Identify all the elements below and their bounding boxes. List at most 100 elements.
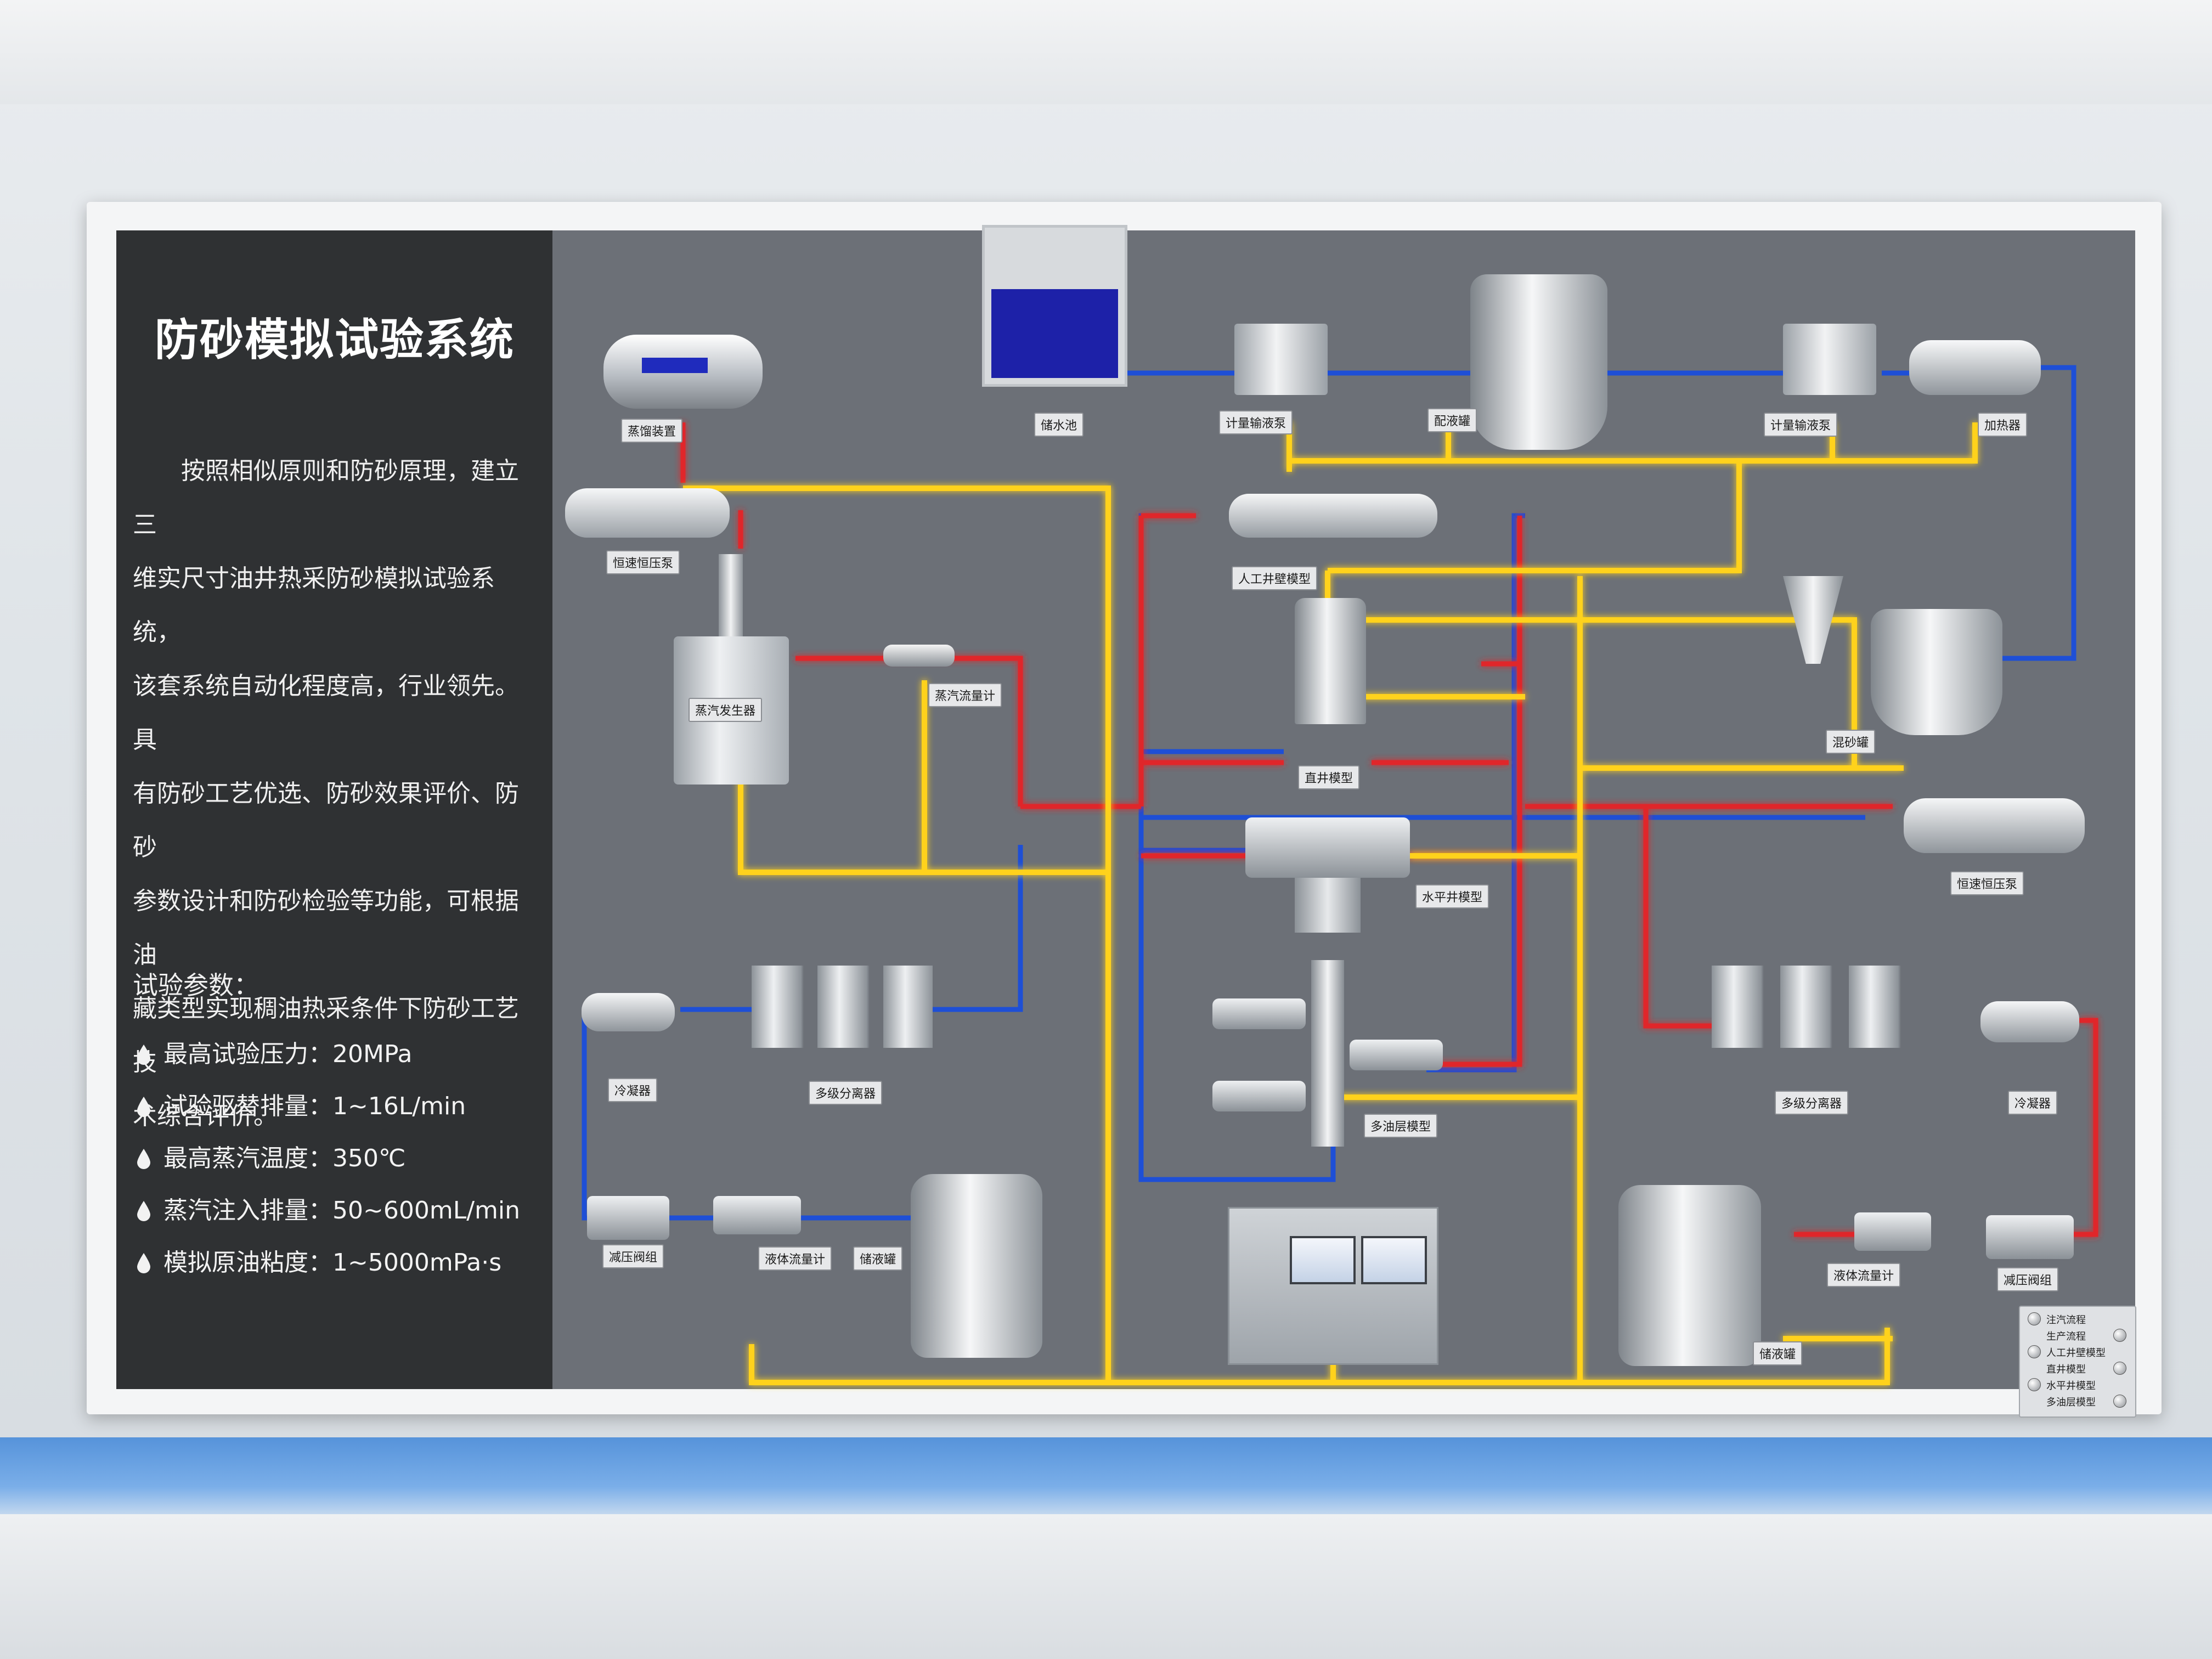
label-reducer-right: 减压阀组	[1997, 1267, 2059, 1291]
drop-icon	[137, 1097, 150, 1117]
label-water-tank: 储水池	[1034, 413, 1084, 437]
label-pump-left: 恒速恒压泵	[606, 550, 680, 574]
label-tank-right: 储液罐	[1753, 1341, 1803, 1365]
floor	[0, 1514, 2212, 1659]
description-line: 参数设计和防砂检验等功能，可根据油	[133, 887, 519, 969]
horizontal-well-model	[1245, 817, 1410, 878]
multi-layer-branch	[1350, 1040, 1443, 1070]
multi-stage-separator-left	[752, 966, 933, 1048]
description-line: 按照相似原则和防砂原理，建立三	[133, 457, 519, 539]
param-row: 试验驱替排量：1~16L/min	[136, 1086, 466, 1121]
description-line: 有防砂工艺优选、防砂效果评价、防砂	[133, 780, 519, 861]
storage-tank-left	[911, 1174, 1042, 1358]
legend-button[interactable]	[2028, 1312, 2041, 1325]
drop-icon	[137, 1149, 150, 1169]
param-label: 试验驱替排量：1~16L/min	[163, 1092, 466, 1120]
steam-generator-stem	[719, 554, 743, 636]
label-separator-left: 多级分离器	[809, 1081, 883, 1105]
label-sand-mix: 混砂罐	[1826, 730, 1876, 754]
legend-button[interactable]	[2028, 1378, 2041, 1391]
pressure-reducer-right	[1986, 1215, 2074, 1259]
label-pump-right: 恒速恒压泵	[1950, 871, 2024, 895]
system-description: 按照相似原则和防砂原理，建立三 维实尺寸油井热采防砂模拟试验系统， 该套系统自动…	[133, 444, 539, 1143]
label-separator-right: 多级分离器	[1775, 1091, 1849, 1115]
label-condenser-left: 冷凝器	[608, 1078, 658, 1102]
description-line: 该套系统自动化程度高，行业领先。具	[133, 672, 519, 754]
distill-window	[642, 358, 708, 373]
horizontal-well-base	[1295, 878, 1361, 933]
label-reducer-left: 减压阀组	[602, 1244, 664, 1268]
info-panel	[116, 230, 552, 1389]
legend-button[interactable]	[2113, 1395, 2126, 1408]
param-row: 最高蒸汽温度：350℃	[136, 1138, 405, 1173]
heater	[1909, 340, 2041, 395]
liquid-flowmeter-left	[713, 1196, 801, 1234]
metering-pump-1	[1234, 324, 1328, 395]
liquid-flowmeter-right	[1854, 1212, 1931, 1251]
legend-button[interactable]	[2113, 1362, 2126, 1375]
param-label: 最高蒸汽温度：350℃	[163, 1144, 406, 1172]
control-cabinet	[1228, 1207, 1438, 1365]
label-meter-pump-1: 计量输液泵	[1219, 410, 1293, 435]
param-label: 最高试验压力：20MPa	[163, 1040, 413, 1068]
legend-item: 水平井模型	[2046, 1380, 2096, 1392]
legend-button[interactable]	[2113, 1329, 2126, 1342]
param-row: 模拟原油粘度：1~5000mPa·s	[136, 1243, 501, 1278]
label-heater: 加热器	[1978, 413, 2028, 437]
label-steam-gen: 蒸汽发生器	[689, 698, 763, 722]
multi-stage-separator-right	[1712, 966, 1909, 1048]
param-label: 蒸汽注入排量：50~600mL/min	[163, 1197, 521, 1224]
label-horizontal-well: 水平井模型	[1415, 884, 1489, 909]
artificial-well-model	[1229, 494, 1437, 538]
vertical-well-model	[1295, 598, 1366, 724]
label-mix-liquid: 配液罐	[1427, 408, 1477, 432]
monitor-screen	[1290, 1236, 1356, 1284]
label-multi-layer: 多油层模型	[1364, 1114, 1438, 1138]
constant-pump-right	[1904, 798, 2085, 853]
legend-item: 人工井壁模型	[2046, 1347, 2106, 1359]
legend-item: 生产流程	[2046, 1331, 2086, 1342]
description-line: 术综合评价。	[133, 1102, 278, 1130]
legend-item: 多油层模型	[2046, 1397, 2096, 1408]
drop-icon	[137, 1045, 150, 1065]
mixing-tank-liquid	[1470, 274, 1607, 450]
label-steam-flow: 蒸汽流量计	[928, 683, 1002, 707]
constant-pump-left	[565, 488, 730, 538]
condenser-left	[582, 993, 675, 1031]
param-row: 最高试验压力：20MPa	[136, 1034, 412, 1069]
label-flowmeter-left: 液体流量计	[758, 1246, 832, 1271]
drop-icon	[137, 1201, 150, 1221]
condenser-right	[1980, 1001, 2079, 1042]
ceiling-band	[0, 0, 2212, 104]
multi-layer-branch	[1212, 1081, 1306, 1111]
distillation-device	[603, 335, 763, 409]
steam-lines	[680, 422, 2098, 1237]
description-line: 维实尺寸油井热采防砂模拟试验系统，	[133, 565, 495, 646]
blue-wall-band	[0, 1437, 2212, 1520]
metering-pump-2	[1783, 324, 1876, 395]
legend-button[interactable]	[2028, 1345, 2041, 1358]
multi-layer-model	[1311, 960, 1344, 1147]
legend-item: 直井模型	[2046, 1364, 2086, 1375]
label-condenser-right: 冷凝器	[2008, 1091, 2058, 1115]
steam-flowmeter	[883, 645, 955, 667]
drop-icon	[137, 1253, 150, 1273]
board-title: 防砂模拟试验系统	[155, 314, 515, 365]
sand-mixing-tank	[1871, 609, 2002, 735]
water-tank	[982, 225, 1127, 387]
legend-item: 注汽流程	[2046, 1314, 2086, 1326]
label-tank-left: 储液罐	[853, 1246, 903, 1271]
params-title: 试验参数：	[133, 970, 259, 1000]
label-distill: 蒸馏装置	[621, 419, 683, 443]
label-artificial-well: 人工井壁模型	[1232, 566, 1318, 590]
param-row: 蒸汽注入排量：50~600mL/min	[136, 1190, 520, 1226]
storage-tank-right	[1618, 1185, 1761, 1366]
monitor-screen	[1361, 1236, 1427, 1284]
water-level	[991, 289, 1118, 378]
legend-panel: 注汽流程 生产流程 人工井壁模型 直井模型 水平井模型 多油层模型	[2019, 1306, 2136, 1418]
pressure-reducer-left	[587, 1196, 669, 1240]
description-line: 藏类型实现稠油热采条件下防砂工艺技	[133, 995, 519, 1076]
label-flowmeter-right: 液体流量计	[1827, 1263, 1901, 1287]
param-label: 模拟原油粘度：1~5000mPa·s	[163, 1249, 502, 1277]
